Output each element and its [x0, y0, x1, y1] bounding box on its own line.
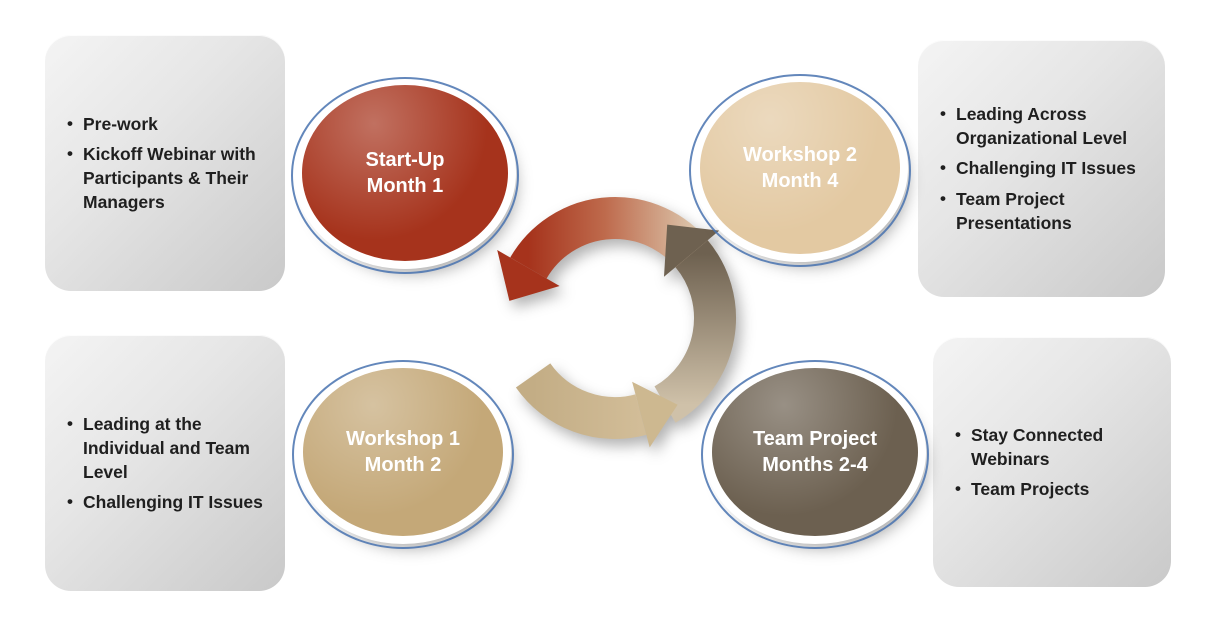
bullet-item: Team Project Presentations — [940, 187, 1151, 235]
cycle-arrows-graphic — [497, 197, 736, 448]
circle-workshop-2-line2: Month 4 — [761, 170, 839, 192]
bullet-item: Leading at the Individual and Team Level — [67, 412, 271, 484]
bullet-item: Team Projects — [955, 477, 1157, 501]
circle-workshop-1-line1: Workshop 1 — [345, 428, 461, 450]
bullet-item: Leading Across Organizational Level — [940, 102, 1151, 150]
circle-workshop-2-line1: Workshop 2 — [742, 144, 858, 166]
circle-workshop-1: Workshop 1 Month 2 — [292, 360, 514, 549]
cycle-arrow-bottom — [515, 362, 678, 448]
bullet-list-top-right: Leading Across Organizational Level Chal… — [918, 96, 1165, 241]
circle-team-project-label: Team Project Months 2-4 — [753, 426, 877, 478]
info-box-bottom-left: Leading at the Individual and Team Level… — [45, 335, 285, 591]
circle-team-project-line2: Months 2-4 — [762, 454, 868, 476]
circle-start-up-line2: Month 1 — [366, 175, 444, 197]
bullet-item: Stay Connected Webinars — [955, 423, 1157, 471]
circle-start-up-label: Start-Up Month 1 — [366, 147, 445, 199]
circle-workshop-1-label: Workshop 1 Month 2 — [346, 426, 460, 478]
info-box-top-left: Pre-work Kickoff Webinar with Participan… — [45, 35, 285, 291]
bullet-list-bottom-left: Leading at the Individual and Team Level… — [45, 406, 285, 521]
bullet-item: Challenging IT Issues — [940, 156, 1151, 180]
bullet-list-bottom-right: Stay Connected Webinars Team Projects — [933, 417, 1171, 507]
circle-team-project: Team Project Months 2-4 — [701, 360, 929, 549]
circle-workshop-2-label: Workshop 2 Month 4 — [743, 142, 857, 194]
bullet-item: Challenging IT Issues — [67, 490, 271, 514]
bullet-list-top-left: Pre-work Kickoff Webinar with Participan… — [45, 106, 285, 221]
info-box-bottom-right: Stay Connected Webinars Team Projects — [933, 337, 1171, 587]
circle-start-up: Start-Up Month 1 — [291, 77, 519, 274]
circle-workshop-1-line2: Month 2 — [364, 454, 442, 476]
bullet-item: Kickoff Webinar with Participants & Thei… — [67, 142, 271, 214]
circle-start-up-line1: Start-Up — [365, 149, 445, 171]
bullet-item: Pre-work — [67, 112, 271, 136]
circle-workshop-2: Workshop 2 Month 4 — [689, 74, 911, 267]
info-box-top-right: Leading Across Organizational Level Chal… — [918, 40, 1165, 297]
circle-team-project-line1: Team Project — [752, 428, 878, 450]
cycle-arrow-right — [653, 224, 736, 423]
